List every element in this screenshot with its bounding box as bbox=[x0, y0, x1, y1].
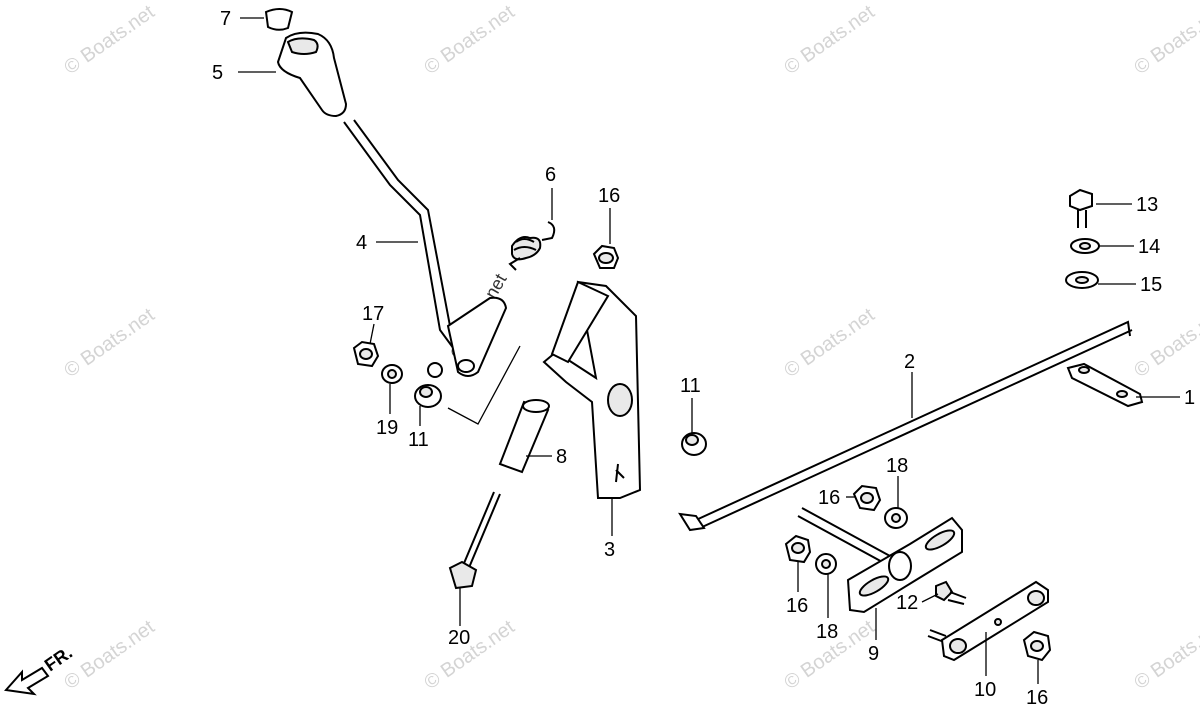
part-16-nut-mid bbox=[852, 484, 882, 512]
part-6-spring bbox=[508, 221, 556, 271]
part-20-bolt bbox=[448, 491, 501, 590]
callout-11-left: 11 bbox=[408, 429, 429, 451]
part-10-plate bbox=[927, 580, 1049, 662]
callout-10: 10 bbox=[974, 679, 996, 701]
callout-16-low: 16 bbox=[786, 595, 808, 617]
callout-1: 1 bbox=[1184, 387, 1195, 409]
part-9-bracket bbox=[797, 507, 963, 614]
watermark: © Boats.net bbox=[60, 304, 159, 382]
part-16-nut-bottom bbox=[1022, 630, 1052, 662]
watermark: © Boats.net bbox=[1130, 616, 1200, 694]
callout-20: 20 bbox=[448, 627, 470, 649]
part-12-bolt bbox=[935, 580, 967, 605]
part-16-nut-top bbox=[592, 244, 620, 269]
watermark: © Boats.net bbox=[1130, 1, 1200, 79]
part-18-washer-mid bbox=[884, 507, 908, 529]
callout-16-top: 16 bbox=[598, 185, 620, 207]
callout-2: 2 bbox=[904, 351, 915, 373]
callout-16-mid: 16 bbox=[818, 487, 840, 509]
callout-14: 14 bbox=[1138, 236, 1160, 258]
part-2-rod bbox=[678, 320, 1133, 532]
part-4-lever bbox=[343, 119, 508, 377]
part-13-bolt bbox=[1069, 188, 1093, 228]
part-5-knob bbox=[276, 31, 348, 118]
watermark: © Boats.net bbox=[780, 304, 879, 382]
part-1-plate bbox=[1066, 362, 1144, 408]
callout-18-mid: 18 bbox=[886, 455, 908, 477]
part-18-washer-low bbox=[815, 553, 837, 575]
callout-4: 4 bbox=[356, 232, 367, 254]
callout-16-bottom: 16 bbox=[1026, 687, 1048, 709]
watermark: © Boats.net bbox=[60, 1, 159, 79]
part-3-bracket bbox=[542, 280, 642, 499]
callout-7: 7 bbox=[220, 8, 231, 30]
watermark: © Boats.net bbox=[60, 616, 159, 694]
callout-6: 6 bbox=[545, 164, 556, 186]
callout-3: 3 bbox=[604, 539, 615, 561]
callout-18-low: 18 bbox=[816, 621, 838, 643]
part-15-washer bbox=[1065, 271, 1099, 289]
part-19-washer bbox=[381, 364, 403, 384]
callout-5: 5 bbox=[212, 62, 223, 84]
watermark: © Boats.net bbox=[780, 1, 879, 79]
callout-11-right: 11 bbox=[680, 375, 701, 397]
watermark: © Boats.net bbox=[420, 1, 519, 79]
part-11-bushing-right bbox=[681, 432, 707, 456]
leader-lines bbox=[238, 17, 1180, 684]
callout-13: 13 bbox=[1136, 194, 1158, 216]
callouts: 7 5 4 6 16 17 19 11 11 8 3 20 13 14 15 2… bbox=[212, 8, 1195, 709]
part-14-washer bbox=[1070, 238, 1100, 254]
guide-line bbox=[447, 345, 521, 425]
part-11-bushing-left bbox=[414, 384, 442, 408]
watermark: © Boats.net bbox=[1130, 304, 1200, 382]
part-16-nut-low bbox=[784, 534, 812, 564]
callout-15: 15 bbox=[1140, 274, 1162, 296]
callout-12: 12 bbox=[896, 592, 918, 614]
part-17-nut bbox=[352, 340, 380, 368]
part-7-cap bbox=[264, 8, 294, 31]
part-11-hole bbox=[427, 362, 443, 378]
callout-17: 17 bbox=[362, 303, 384, 325]
front-direction-arrow: FR. bbox=[4, 642, 76, 696]
callout-19: 19 bbox=[376, 417, 398, 439]
part-8-collar bbox=[498, 399, 550, 474]
callout-8: 8 bbox=[556, 446, 567, 468]
callout-9: 9 bbox=[868, 643, 879, 665]
